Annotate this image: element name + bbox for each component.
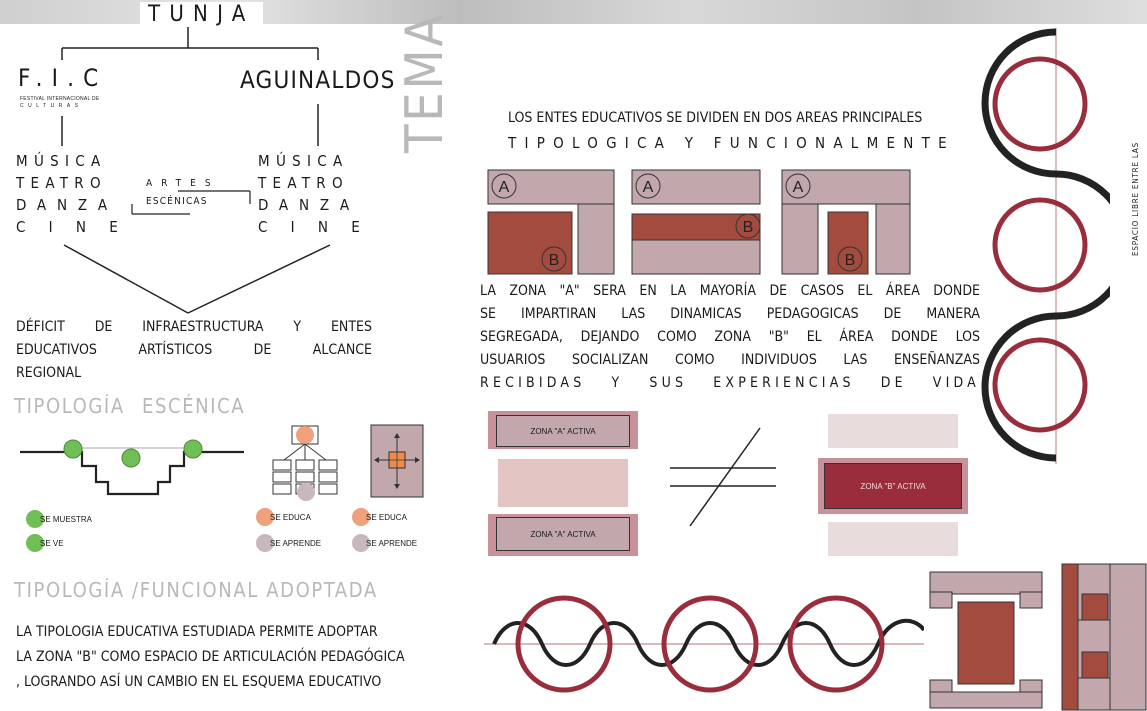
zone-description: LA ZONA "A" SERA EN LA MAYORÍA DE CASOS … [480, 280, 980, 395]
red-ring [992, 337, 1088, 433]
legend-label: SE EDUCA [270, 512, 311, 522]
fic-subtitle-2: CULTURAS [20, 103, 83, 109]
red-ring [992, 197, 1088, 293]
zone-b-active-box: ZONA "B" ACTIVA [818, 458, 968, 514]
list-item: CINE [258, 218, 384, 236]
zone-a-stack: ZONA "A" ACTIVA ZONA "A" ACTIVA [488, 411, 638, 556]
orange-dot-icon [256, 508, 274, 526]
list-item: MÚSICA [16, 152, 107, 170]
deficit-line: DÉFICIT DE INFRAESTRUCTURA Y ENTES [16, 319, 372, 335]
green-dot [183, 439, 203, 459]
fic-title: F.I.C [18, 64, 108, 92]
serpentine-diagram [981, 28, 1110, 464]
zone-typology-diagrams: A B A B A B [487, 169, 911, 275]
zone-letter: A [499, 179, 510, 196]
fic-subtitle-1: FESTIVAL INTERNACIONAL DE [20, 96, 100, 102]
zone-b-box [498, 459, 628, 507]
zone-a-box [828, 414, 958, 448]
legend-label: SE VE [40, 538, 64, 548]
aguinaldos-title: AGUINALDOS [240, 66, 396, 94]
adopt-line: , LOGRANDO ASÍ UN CAMBIO EN EL ESQUEMA E… [16, 674, 382, 690]
green-dot [63, 439, 83, 459]
tipologia-escenica-title: TIPOLOGÍA ESCÉNICA [14, 394, 246, 418]
zone-line: RECIBIDAS Y SUS EXPERIENCIAS DE VIDA [480, 375, 980, 391]
legend-label: SE APRENDE [270, 538, 322, 548]
classroom-grid-diagram [272, 425, 338, 501]
list-item: DANZA [16, 196, 118, 214]
zone-a-active-box: ZONA "A" ACTIVA [488, 411, 638, 449]
artes-label: ARTES [146, 178, 220, 189]
zone-a-box [828, 522, 958, 556]
zone-letter: A [793, 179, 804, 196]
typology-1: A B [487, 169, 615, 275]
vertical-caption: ESPACIO LIBRE ENTRE LAS [1131, 142, 1140, 256]
hierarchy-lines [61, 27, 331, 314]
legend-escenica: SE MUESTRA SE VE [26, 508, 146, 554]
scenic-stage-diagram [20, 439, 244, 496]
plan-diagram-1 [929, 571, 1043, 709]
plan-diagram-2 [1061, 563, 1147, 711]
zone-a-active-box: ZONA "A" ACTIVA [488, 514, 638, 556]
red-ring [515, 595, 613, 693]
orange-dot [296, 426, 314, 444]
list-item: TEATRO [16, 174, 107, 192]
deficit-line: EDUCATIVOS ARTÍSTICOS DE ALCANCE [16, 342, 372, 358]
list-item: CINE [16, 218, 142, 236]
legend-label: SE APRENDE [366, 538, 418, 548]
wave-diagram [484, 595, 924, 693]
zone-line: LA ZONA "A" SERA EN LA MAYORÍA DE CASOS … [480, 283, 980, 299]
zone-b-stack: ZONA "B" ACTIVA [818, 414, 968, 556]
zone-line: USUARIOS SOCIALIZAN COMO INDIVIDUOS LAS … [480, 352, 980, 368]
gray-dot-icon [352, 534, 370, 552]
red-ring [661, 595, 759, 693]
city-title: TUNJA [140, 2, 263, 28]
not-equal-icon [670, 427, 776, 527]
zone-line: SE IMPARTIRAN LAS DINAMICAS PEDAGOGICAS … [480, 306, 980, 322]
list-item: MÚSICA [258, 152, 349, 170]
list-item: DANZA [258, 196, 360, 214]
legend-classroom: SE EDUCA SE APRENDE [256, 506, 346, 554]
adopt-line: LA ZONA "B" COMO ESPACIO DE ARTICULACIÓN… [16, 649, 405, 665]
list-right: MÚSICA TEATRO DANZA CINE [258, 150, 378, 238]
zone-letter: B [743, 219, 754, 236]
escenicas-label: ESCÉNICAS [146, 196, 208, 207]
red-ring [992, 56, 1088, 152]
intro-line-2: TIPOLOGICA Y FUNCIONALMENTE [508, 134, 955, 152]
green-dot [121, 448, 141, 468]
legend-label: SE MUESTRA [40, 514, 93, 524]
tipologia-funcional-title: TIPOLOGÍA /FUNCIONAL ADOPTADA [14, 578, 378, 602]
red-ring [787, 595, 885, 693]
green-dot-icon [26, 510, 44, 528]
tema-title: TEMA [395, 12, 455, 153]
deficit-line: REGIONAL [16, 365, 82, 381]
gray-dot [297, 483, 315, 501]
zone-letter: A [643, 179, 654, 196]
zone-line: SEGREGADA, DEJANDO COMO ZONA "B" EL ÁREA… [480, 329, 980, 345]
zone-letter: B [845, 252, 856, 269]
adopt-line: LA TIPOLOGIA EDUCATIVA ESTUDIADA PERMITE… [16, 624, 378, 640]
list-left: MÚSICA TEATRO DANZA CINE [16, 150, 132, 238]
green-dot-icon [26, 534, 44, 552]
zone-letter: B [549, 252, 560, 269]
intro-line-1: LOS ENTES EDUCATIVOS SE DIVIDEN EN DOS A… [508, 110, 923, 126]
orange-dot-icon [352, 508, 370, 526]
list-item: TEATRO [258, 174, 349, 192]
adopt-text: LA TIPOLOGIA EDUCATIVA ESTUDIADA PERMITE… [16, 620, 486, 695]
typology-3: A B [781, 169, 911, 275]
legend-central: SE EDUCA SE APRENDE [352, 506, 446, 554]
deficit-text: DÉFICIT DE INFRAESTRUCTURA Y ENTES EDUCA… [16, 316, 372, 385]
legend-label: SE EDUCA [366, 512, 407, 522]
gray-dot-icon [256, 534, 274, 552]
central-room-diagram [370, 424, 424, 498]
typology-2: A B [631, 169, 761, 275]
